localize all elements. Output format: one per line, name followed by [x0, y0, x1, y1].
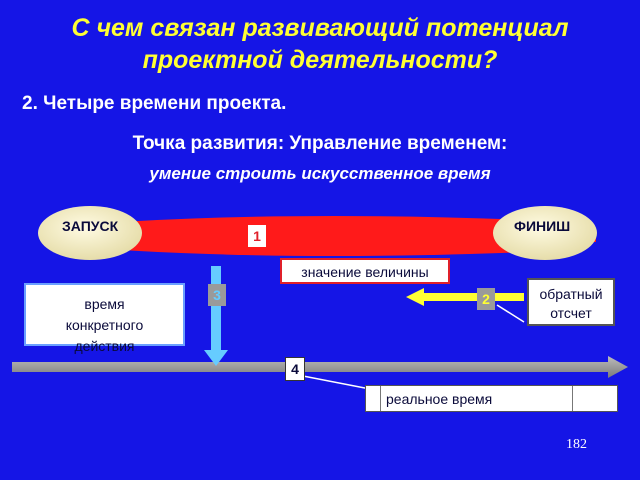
- concrete-action-box: время конкретного действия: [24, 283, 185, 354]
- countdown-box: обратный отсчет: [527, 278, 615, 326]
- real-time-box-left-divider: [380, 386, 381, 411]
- project-bar: [120, 216, 575, 256]
- countdown-arrow-shaft: [424, 293, 524, 301]
- finish-ellipse: [493, 206, 597, 260]
- countdown-arrow-head: [406, 288, 424, 306]
- marker-2: 2: [477, 288, 495, 310]
- marker-1: 1: [248, 225, 266, 247]
- concrete-action-arrow-head: [204, 350, 228, 366]
- start-ellipse: [38, 206, 142, 260]
- page-number: 182: [566, 437, 587, 452]
- start-label: ЗАПУСК: [62, 218, 119, 234]
- marker-4: 4: [285, 357, 305, 381]
- slide-title: С чем связан развивающий потенциал проек…: [71, 14, 569, 74]
- focus-description: умение строить искусственное время: [149, 164, 491, 183]
- focus-heading: Точка развития: Управление временем:: [132, 133, 508, 154]
- real-time-box: реальное время: [365, 385, 618, 412]
- real-time-box-right-divider: [572, 386, 573, 411]
- value-box: значение величины: [280, 258, 450, 284]
- section-heading: 2. Четыре времени проекта.: [22, 93, 287, 114]
- timeline-arrow: [12, 356, 628, 378]
- finish-label: ФИНИШ: [514, 218, 571, 234]
- real-time-label: реальное время: [386, 391, 493, 407]
- connector-real-time: [302, 375, 371, 390]
- marker-3: 3: [208, 284, 226, 306]
- connector-countdown: [496, 304, 525, 323]
- concrete-action-arrow-shaft: [211, 266, 221, 352]
